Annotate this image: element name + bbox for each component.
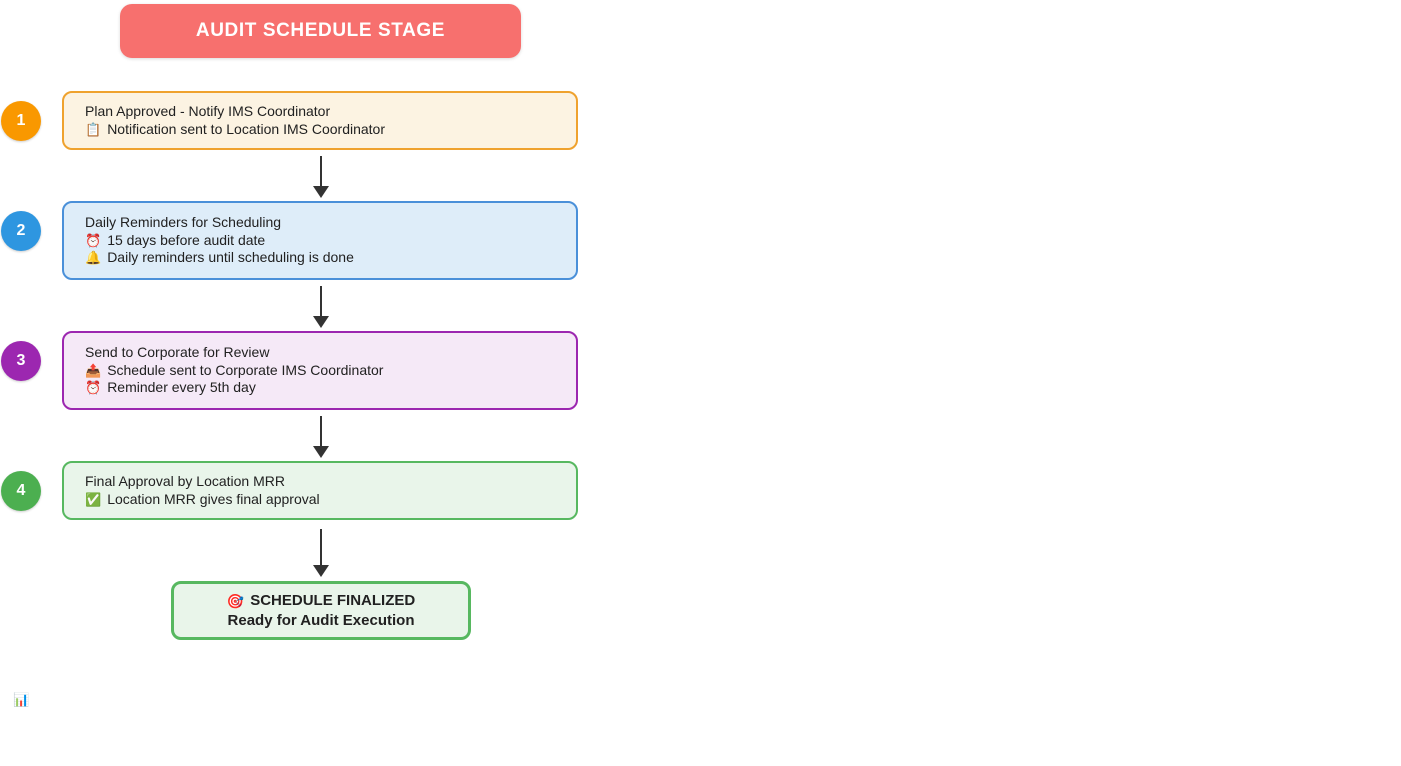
step-4-box: Final Approval by Location MRR ✅ Locatio… — [62, 461, 578, 520]
step-title: Send to Corporate for Review — [85, 344, 270, 361]
step-detail-text: 15 days before audit date — [107, 231, 266, 248]
step-title: Final Approval by Location MRR — [85, 473, 285, 489]
step-detail-text: Reminder every 5th day — [107, 379, 256, 396]
arrow-line — [320, 156, 322, 186]
flow-arrow-2 — [312, 286, 330, 328]
flow-arrow-3 — [312, 416, 330, 458]
final-title-line: 🎯 SCHEDULE FINALIZED — [227, 591, 415, 611]
stage-title: AUDIT SCHEDULE STAGE — [195, 20, 446, 41]
arrow-line — [320, 416, 322, 446]
step-detail: 📋 Notification sent to Location IMS Coor… — [85, 121, 564, 139]
stage-header: AUDIT SCHEDULE STAGE — [120, 4, 521, 58]
step-detail: ⏰ Reminder every 5th day — [85, 379, 564, 397]
step-4-number-badge: 4 — [1, 471, 41, 511]
final-subtitle: Ready for Audit Execution — [227, 611, 415, 629]
step-1-box: Plan Approved - Notify IMS Coordinator 📋… — [62, 91, 578, 150]
step-number: 1 — [16, 112, 26, 129]
step-detail-text: Schedule sent to Corporate IMS Coordinat… — [107, 361, 384, 378]
outbox-tray-icon: 📤 — [85, 362, 102, 378]
arrow-line — [320, 529, 322, 565]
step-3-number-badge: 3 — [1, 341, 41, 381]
target-icon: 🎯 — [226, 592, 245, 609]
step-1-number-badge: 1 — [1, 101, 41, 141]
check-mark-icon: ✅ — [85, 491, 102, 507]
step-number: 4 — [16, 482, 26, 499]
step-detail: ⏰ 15 days before audit date — [85, 232, 564, 250]
flow-arrow-4 — [312, 529, 330, 577]
final-title: SCHEDULE FINALIZED — [250, 591, 416, 609]
alarm-clock-icon: ⏰ — [85, 380, 102, 396]
arrow-head-icon — [313, 186, 329, 198]
step-2-number-badge: 2 — [1, 211, 41, 251]
arrow-head-icon — [313, 565, 329, 577]
step-2-box: Daily Reminders for Scheduling ⏰ 15 days… — [62, 201, 578, 280]
alarm-clock-icon: ⏰ — [85, 232, 102, 248]
flow-arrow-1 — [312, 156, 330, 198]
bell-icon: 🔔 — [85, 250, 102, 266]
step-number: 3 — [16, 352, 26, 369]
step-detail-text: Daily reminders until scheduling is done — [107, 249, 354, 266]
step-title: Daily Reminders for Scheduling — [85, 214, 282, 231]
arrow-head-icon — [313, 316, 329, 328]
final-node: 🎯 SCHEDULE FINALIZED Ready for Audit Exe… — [171, 581, 471, 640]
clipboard-icon: 📋 — [85, 121, 102, 137]
step-number: 2 — [16, 222, 26, 239]
step-title: Plan Approved - Notify IMS Coordinator — [85, 103, 331, 119]
step-detail: 📤 Schedule sent to Corporate IMS Coordin… — [85, 362, 564, 380]
step-detail-text: Location MRR gives final approval — [107, 490, 320, 507]
arrow-line — [320, 286, 322, 316]
step-3-box: Send to Corporate for Review 📤 Schedule … — [62, 331, 578, 410]
bar-chart-icon: 📊 — [13, 692, 30, 707]
step-detail: ✅ Location MRR gives final approval — [85, 491, 564, 509]
step-detail: 🔔 Daily reminders until scheduling is do… — [85, 249, 564, 267]
step-detail-text: Notification sent to Location IMS Coordi… — [107, 120, 385, 137]
arrow-head-icon — [313, 446, 329, 458]
